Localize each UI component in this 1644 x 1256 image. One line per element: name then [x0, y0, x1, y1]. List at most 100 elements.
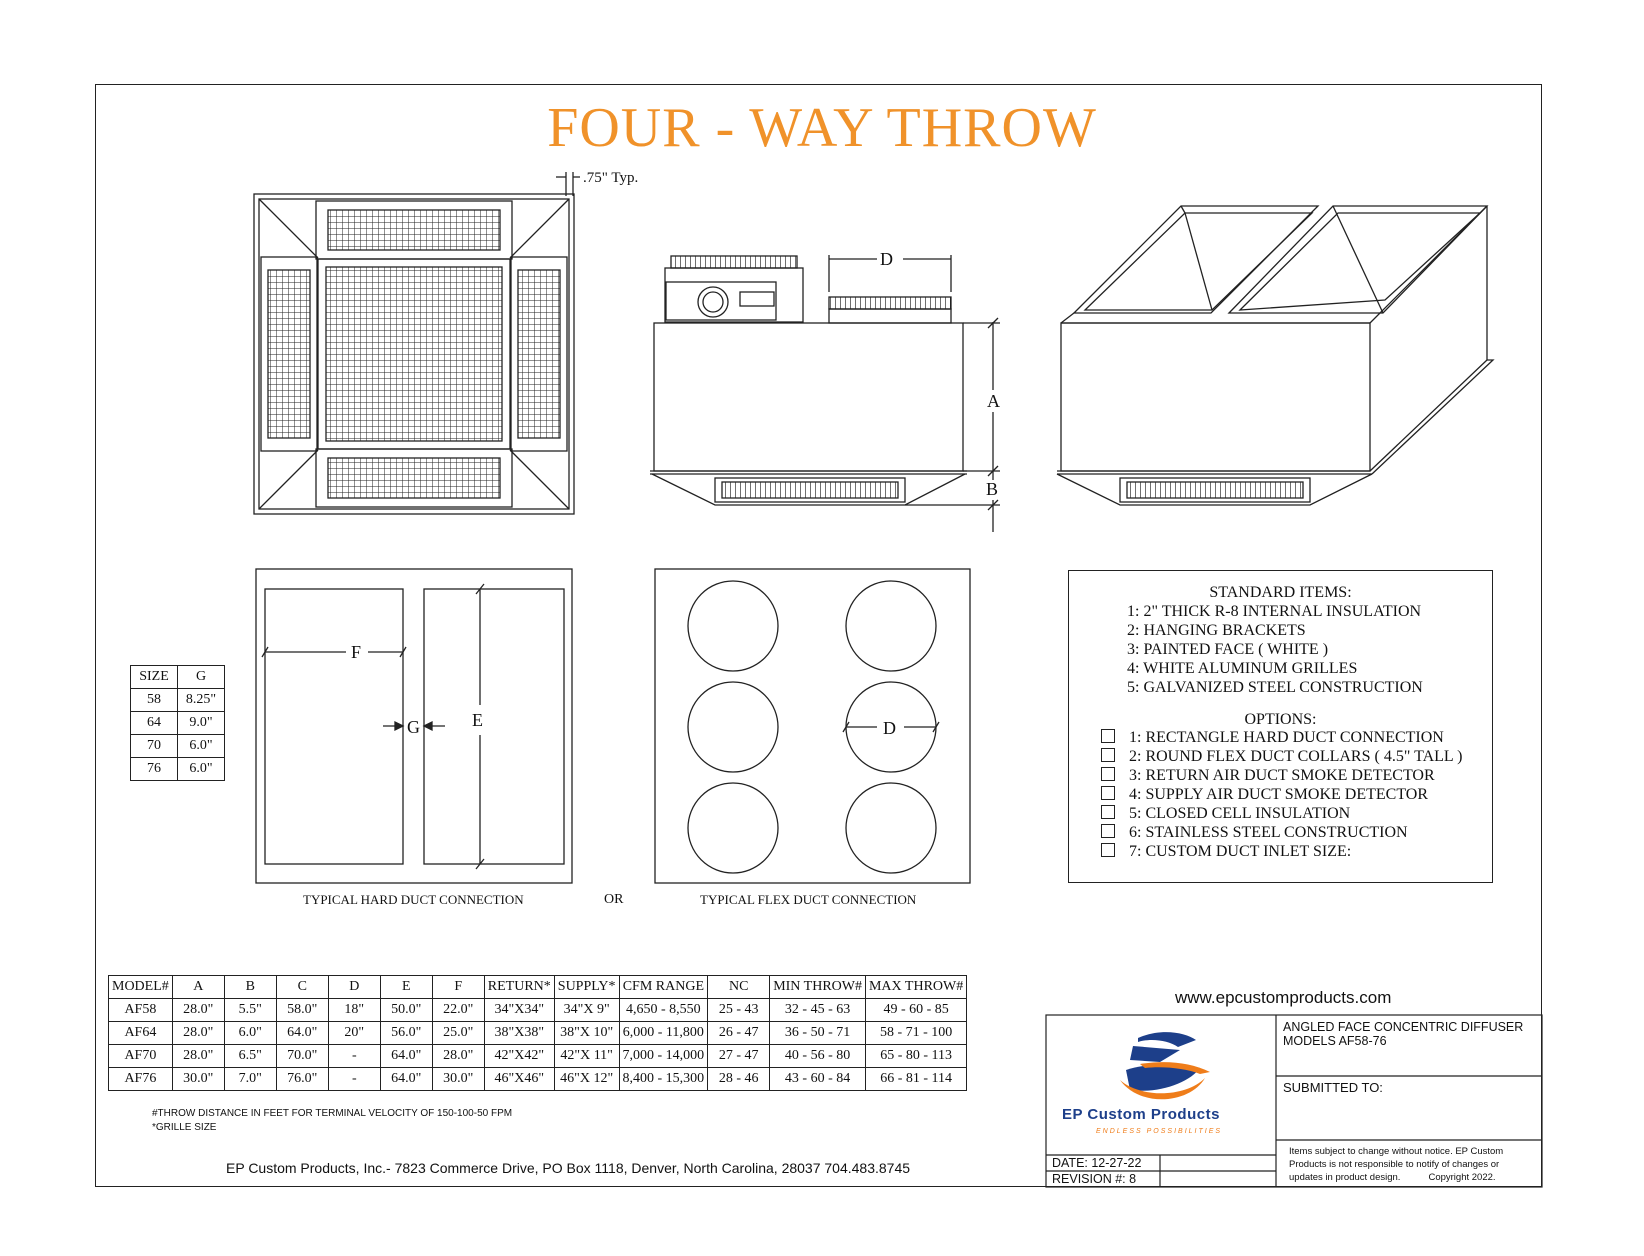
- table-cell: 9.0": [177, 711, 225, 735]
- option-checkbox[interactable]: [1101, 805, 1115, 819]
- table-cell: 70: [130, 734, 178, 758]
- table-header-cell: NC: [707, 975, 771, 999]
- grille-note: *GRILLE SIZE: [152, 1122, 217, 1133]
- table-row: 58 8.25": [130, 688, 225, 712]
- company-name: EP Custom Products: [1062, 1106, 1220, 1123]
- copyright-text: Copyright 2022.: [1428, 1172, 1496, 1183]
- dim-b-label: B: [986, 479, 998, 499]
- table-cell: 64: [130, 711, 178, 735]
- table-cell: AF70: [108, 1044, 173, 1068]
- table-header-cell: SIZE: [130, 665, 178, 689]
- option-label: 7: CUSTOM DUCT INLET SIZE:: [1129, 843, 1352, 860]
- table-header-cell: SUPPLY*: [553, 975, 620, 999]
- standard-item: 1: 2" THICK R-8 INTERNAL INSULATION: [1127, 603, 1422, 620]
- table-cell: 6,000 - 11,800: [618, 1021, 709, 1045]
- product-line-1: ANGLED FACE CONCENTRIC DIFFUSER: [1283, 1020, 1524, 1034]
- table-header-cell: MIN THROW#: [769, 975, 866, 999]
- option-item: 4: SUPPLY AIR DUCT SMOKE DETECTOR: [1101, 786, 1428, 804]
- table-cell: 58.0": [275, 998, 329, 1022]
- dim-g-label: G: [407, 717, 420, 737]
- table-cell: 7.0": [223, 1067, 277, 1091]
- table-row: AF64 28.0" 6.0" 64.0" 20" 56.0" 25.0" 38…: [108, 1021, 968, 1045]
- table-row: AF76 30.0" 7.0" 76.0" - 64.0" 30.0" 46"X…: [108, 1067, 968, 1091]
- table-cell: 4,650 - 8,550: [618, 998, 709, 1022]
- option-checkbox[interactable]: [1101, 824, 1115, 838]
- table-cell: 64.0": [275, 1021, 329, 1045]
- model-table: MODEL# A B C D E F RETURN* SUPPLY* CFM R…: [108, 975, 968, 1091]
- table-cell: 76.0": [275, 1067, 329, 1091]
- disclaimer-line: updates in product design. Copyright 2022…: [1289, 1171, 1503, 1184]
- table-cell: 27 - 47: [707, 1044, 771, 1068]
- table-cell: 65 - 80 - 113: [864, 1044, 968, 1068]
- disclaimer-text: updates in product design.: [1289, 1172, 1401, 1183]
- table-cell: 40 - 56 - 80: [769, 1044, 866, 1068]
- option-item: 1: RECTANGLE HARD DUCT CONNECTION: [1101, 729, 1444, 747]
- hard-duct-connection: [255, 568, 573, 884]
- table-cell: 25 - 43: [707, 998, 771, 1022]
- option-checkbox[interactable]: [1101, 729, 1115, 743]
- table-cell: 6.0": [223, 1021, 277, 1045]
- option-item: 5: CLOSED CELL INSULATION: [1101, 805, 1350, 823]
- standard-item: 3: PAINTED FACE ( WHITE ): [1127, 641, 1329, 658]
- table-row: 76 6.0": [130, 757, 225, 781]
- table-cell: 7,000 - 14,000: [618, 1044, 709, 1068]
- table-cell: AF64: [108, 1021, 173, 1045]
- table-header-cell: CFM RANGE: [618, 975, 709, 999]
- table-header-cell: E: [379, 975, 433, 999]
- option-item: 7: CUSTOM DUCT INLET SIZE:: [1101, 843, 1351, 861]
- company-address-footer: EP Custom Products, Inc.- 7823 Commerce …: [226, 1160, 911, 1176]
- table-cell: 34"X34": [483, 998, 555, 1022]
- disclaimer-line: Items subject to change without notice. …: [1289, 1146, 1504, 1157]
- table-header-cell: A: [171, 975, 225, 999]
- options-heading: OPTIONS:: [1244, 711, 1317, 728]
- isometric-view: [1056, 205, 1495, 506]
- side-view: [650, 255, 1000, 532]
- table-cell: 22.0": [431, 998, 485, 1022]
- table-header-cell: B: [223, 975, 277, 999]
- table-header-row: SIZE G: [130, 665, 225, 689]
- table-cell: 26 - 47: [707, 1021, 771, 1045]
- option-checkbox[interactable]: [1101, 767, 1115, 781]
- table-cell: 76: [130, 757, 178, 781]
- table-header-cell: C: [275, 975, 329, 999]
- table-cell: 64.0": [379, 1044, 433, 1068]
- table-cell: 20": [327, 1021, 381, 1045]
- option-label: 3: RETURN AIR DUCT SMOKE DETECTOR: [1129, 767, 1435, 784]
- disclaimer: Items subject to change without notice. …: [1289, 1145, 1503, 1184]
- table-cell: 46"X46": [483, 1067, 555, 1091]
- table-cell: AF76: [108, 1067, 173, 1091]
- table-cell: 28.0": [171, 1021, 225, 1045]
- table-cell: 38"X 10": [553, 1021, 620, 1045]
- standard-items-panel: STANDARD ITEMS: 1: 2" THICK R-8 INTERNAL…: [1068, 570, 1493, 883]
- table-cell: 50.0": [379, 998, 433, 1022]
- table-cell: 30.0": [171, 1067, 225, 1091]
- dim-a-label: A: [987, 391, 1000, 411]
- table-cell: 56.0": [379, 1021, 433, 1045]
- table-header-cell: RETURN*: [483, 975, 555, 999]
- table-cell: 5.5": [223, 998, 277, 1022]
- standard-item: 2: HANGING BRACKETS: [1127, 622, 1306, 639]
- disclaimer-line: Products is not responsible to notify of…: [1289, 1159, 1500, 1170]
- option-item: 2: ROUND FLEX DUCT COLLARS ( 4.5" TALL ): [1101, 748, 1462, 766]
- option-item: 6: STAINLESS STEEL CONSTRUCTION: [1101, 824, 1408, 842]
- option-label: 2: ROUND FLEX DUCT COLLARS ( 4.5" TALL ): [1129, 748, 1463, 765]
- table-cell: 42"X 11": [553, 1044, 620, 1068]
- table-cell: 32 - 45 - 63: [769, 998, 866, 1022]
- table-cell: 38"X38": [483, 1021, 555, 1045]
- option-checkbox[interactable]: [1101, 786, 1115, 800]
- table-cell: 28.0": [171, 1044, 225, 1068]
- website-link[interactable]: www.epcustomproducts.com: [1175, 988, 1392, 1007]
- table-cell: 25.0": [431, 1021, 485, 1045]
- option-checkbox[interactable]: [1101, 843, 1115, 857]
- dim-f-label: F: [351, 642, 361, 662]
- dim-d-flex-label: D: [883, 718, 896, 738]
- table-cell: 18": [327, 998, 381, 1022]
- table-cell: 66 - 81 - 114: [864, 1067, 968, 1091]
- flex-duct-connection: [654, 568, 971, 884]
- table-header-cell: G: [177, 665, 225, 689]
- option-checkbox[interactable]: [1101, 748, 1115, 762]
- hard-duct-caption: TYPICAL HARD DUCT CONNECTION: [303, 892, 524, 907]
- table-cell: 36 - 50 - 71: [769, 1021, 866, 1045]
- table-cell: 34"X 9": [553, 998, 620, 1022]
